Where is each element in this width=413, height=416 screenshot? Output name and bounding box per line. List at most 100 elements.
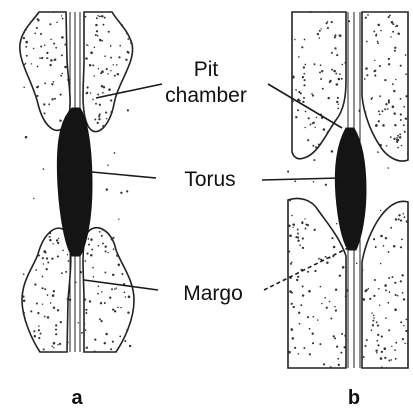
wall-speckle <box>377 344 379 346</box>
wall-speckle <box>43 168 45 170</box>
wall-speckle <box>385 237 387 239</box>
wall-speckle <box>127 109 129 111</box>
wall-speckle <box>116 287 117 288</box>
wall-speckle <box>23 273 25 275</box>
wall-speckle <box>90 254 93 256</box>
wall-speckle <box>42 303 43 304</box>
wall-speckle <box>373 317 375 319</box>
wall-speckle <box>403 124 405 126</box>
wall-speckle <box>95 24 97 26</box>
wall-speckle <box>326 307 328 309</box>
wall-speckle <box>55 324 57 326</box>
panel-a-label: a <box>71 387 83 409</box>
wall-speckle <box>97 245 99 247</box>
wall-speckle <box>324 297 326 299</box>
wall-speckle <box>398 218 400 220</box>
wall-speckle <box>96 17 98 19</box>
wall-speckle <box>22 295 24 297</box>
wall-speckle <box>334 47 336 49</box>
wall-speckle <box>405 118 407 120</box>
wall-speckle <box>58 238 59 239</box>
wall-speckle <box>85 57 88 60</box>
wall-speckle <box>391 359 393 361</box>
wall-speckle <box>366 74 368 76</box>
wall-speckle <box>378 288 380 290</box>
wall-speckle <box>333 335 335 337</box>
wall-speckle <box>404 216 406 218</box>
wall-speckle <box>104 55 106 57</box>
wall-speckle <box>394 124 396 126</box>
wall-speckle <box>407 153 409 155</box>
wall-speckle <box>381 110 383 112</box>
wall-speckle <box>376 352 378 354</box>
wall-speckle <box>38 329 40 331</box>
wall-speckle <box>83 81 85 83</box>
wall-speckle <box>381 336 383 338</box>
annotation-torus: Torus <box>92 168 340 191</box>
wall-speckle <box>319 30 321 32</box>
wall-speckle <box>373 295 375 297</box>
wall-speckle <box>383 245 385 247</box>
wall-speckle <box>100 320 102 322</box>
wall-speckle <box>98 118 100 120</box>
wall-speckle <box>394 282 396 284</box>
panel-a-wall-lower-right <box>83 228 134 352</box>
wall-speckle <box>292 337 295 340</box>
wall-speckle <box>33 198 34 199</box>
wall-speckle <box>304 127 305 128</box>
wall-speckle <box>124 291 126 293</box>
wall-speckle <box>49 239 51 241</box>
wall-speckle <box>45 252 47 254</box>
wall-speckle <box>292 227 293 228</box>
wall-speckle <box>99 113 101 115</box>
wall-speckle <box>104 17 106 19</box>
wall-speckle <box>373 71 375 73</box>
wall-speckle <box>375 34 377 36</box>
wall-speckle <box>95 103 97 105</box>
wall-speckle <box>338 364 340 366</box>
wall-speckle <box>297 109 299 111</box>
wall-speckle <box>327 27 329 29</box>
wall-speckle <box>316 117 318 119</box>
wall-speckle <box>401 145 402 146</box>
wall-speckle <box>53 290 55 292</box>
wall-speckle <box>66 58 68 60</box>
wall-speckle <box>43 348 45 350</box>
wall-speckle <box>112 237 114 239</box>
wall-speckle <box>384 347 387 350</box>
wall-speckle <box>392 31 394 33</box>
wall-speckle <box>86 92 88 94</box>
wall-speckle <box>322 88 324 90</box>
wall-speckle <box>307 139 309 141</box>
panel-b-label: b <box>348 387 360 409</box>
wall-speckle <box>394 308 397 311</box>
wall-speckle <box>381 351 383 353</box>
wall-speckle <box>60 94 62 96</box>
wall-speckle <box>52 294 55 297</box>
wall-speckle <box>289 290 292 293</box>
wall-speckle <box>297 233 299 235</box>
wall-speckle <box>44 112 46 114</box>
wall-speckle <box>104 342 106 344</box>
wall-speckle <box>102 242 104 244</box>
wall-speckle <box>370 98 372 100</box>
wall-speckle <box>312 122 314 124</box>
wall-speckle <box>402 213 404 215</box>
wall-speckle <box>373 315 375 317</box>
wall-speckle <box>397 33 400 36</box>
wall-speckle <box>108 31 110 33</box>
wall-speckle <box>126 33 128 35</box>
wall-speckle <box>384 284 387 287</box>
wall-speckle <box>86 253 88 255</box>
wall-speckle <box>93 75 95 77</box>
wall-speckle <box>314 63 316 65</box>
wall-speckle <box>393 138 395 140</box>
wall-speckle <box>39 57 41 59</box>
wall-speckle <box>398 214 400 216</box>
wall-speckle <box>90 238 93 241</box>
wall-speckle <box>404 131 406 133</box>
wall-speckle <box>114 310 116 312</box>
wall-speckle <box>377 42 379 44</box>
wall-speckle <box>377 334 379 336</box>
wall-speckle <box>61 36 64 39</box>
